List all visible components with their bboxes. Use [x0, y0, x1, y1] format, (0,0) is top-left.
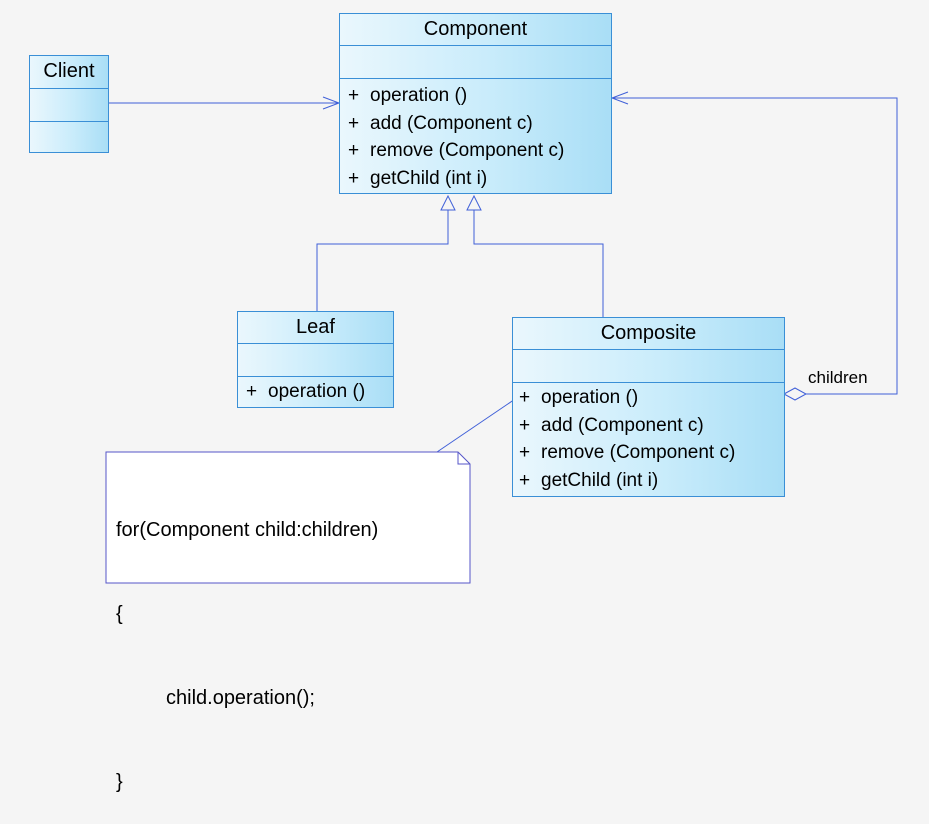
leaf-attributes — [238, 343, 393, 376]
leaf-operations: +operation () — [238, 376, 393, 406]
component-op: +add (Component c) — [348, 112, 533, 134]
composite-op: +getChild (int i) — [519, 469, 659, 491]
note-line: for(Component child:children) — [116, 519, 379, 541]
leaf-generalization — [316, 194, 456, 311]
composite-class[interactable]: Composite +operation () +add (Component … — [512, 317, 785, 497]
children-aggregation — [610, 91, 898, 401]
component-op: +getChild (int i) — [348, 167, 488, 189]
component-operations: +operation () +add (Component c) +remove… — [340, 78, 611, 192]
note-shape — [105, 451, 471, 584]
component-class-name: Component — [423, 18, 528, 40]
component-op: +operation () — [348, 85, 468, 106]
component-op: +remove (Component c) — [348, 140, 565, 161]
composite-op: +remove (Component c) — [519, 442, 736, 463]
composite-attributes — [513, 349, 784, 382]
composite-op: +operation () — [519, 387, 639, 408]
client-operations — [30, 121, 108, 152]
leaf-class-name: Leaf — [296, 316, 335, 338]
children-label: children — [808, 368, 868, 387]
note-line: { — [116, 603, 123, 625]
client-attributes — [30, 88, 108, 121]
client-component-association — [109, 96, 341, 110]
component-attributes — [340, 45, 611, 78]
client-class-name: Client — [43, 60, 95, 82]
component-class[interactable]: Component +operation () +add (Component … — [339, 13, 612, 194]
composite-operations: +operation () +add (Component c) +remove… — [513, 382, 784, 494]
client-class[interactable]: Client — [29, 55, 109, 153]
note[interactable]: for(Component child:children) { child.op… — [116, 460, 378, 824]
note-line: child.operation(); — [166, 687, 315, 709]
composite-class-name: Composite — [600, 322, 697, 344]
leaf-op: +operation () — [246, 381, 366, 402]
composite-op: +add (Component c) — [519, 414, 704, 436]
leaf-class[interactable]: Leaf +operation () — [237, 311, 394, 408]
composite-generalization — [466, 194, 604, 317]
note-line: } — [116, 771, 123, 793]
